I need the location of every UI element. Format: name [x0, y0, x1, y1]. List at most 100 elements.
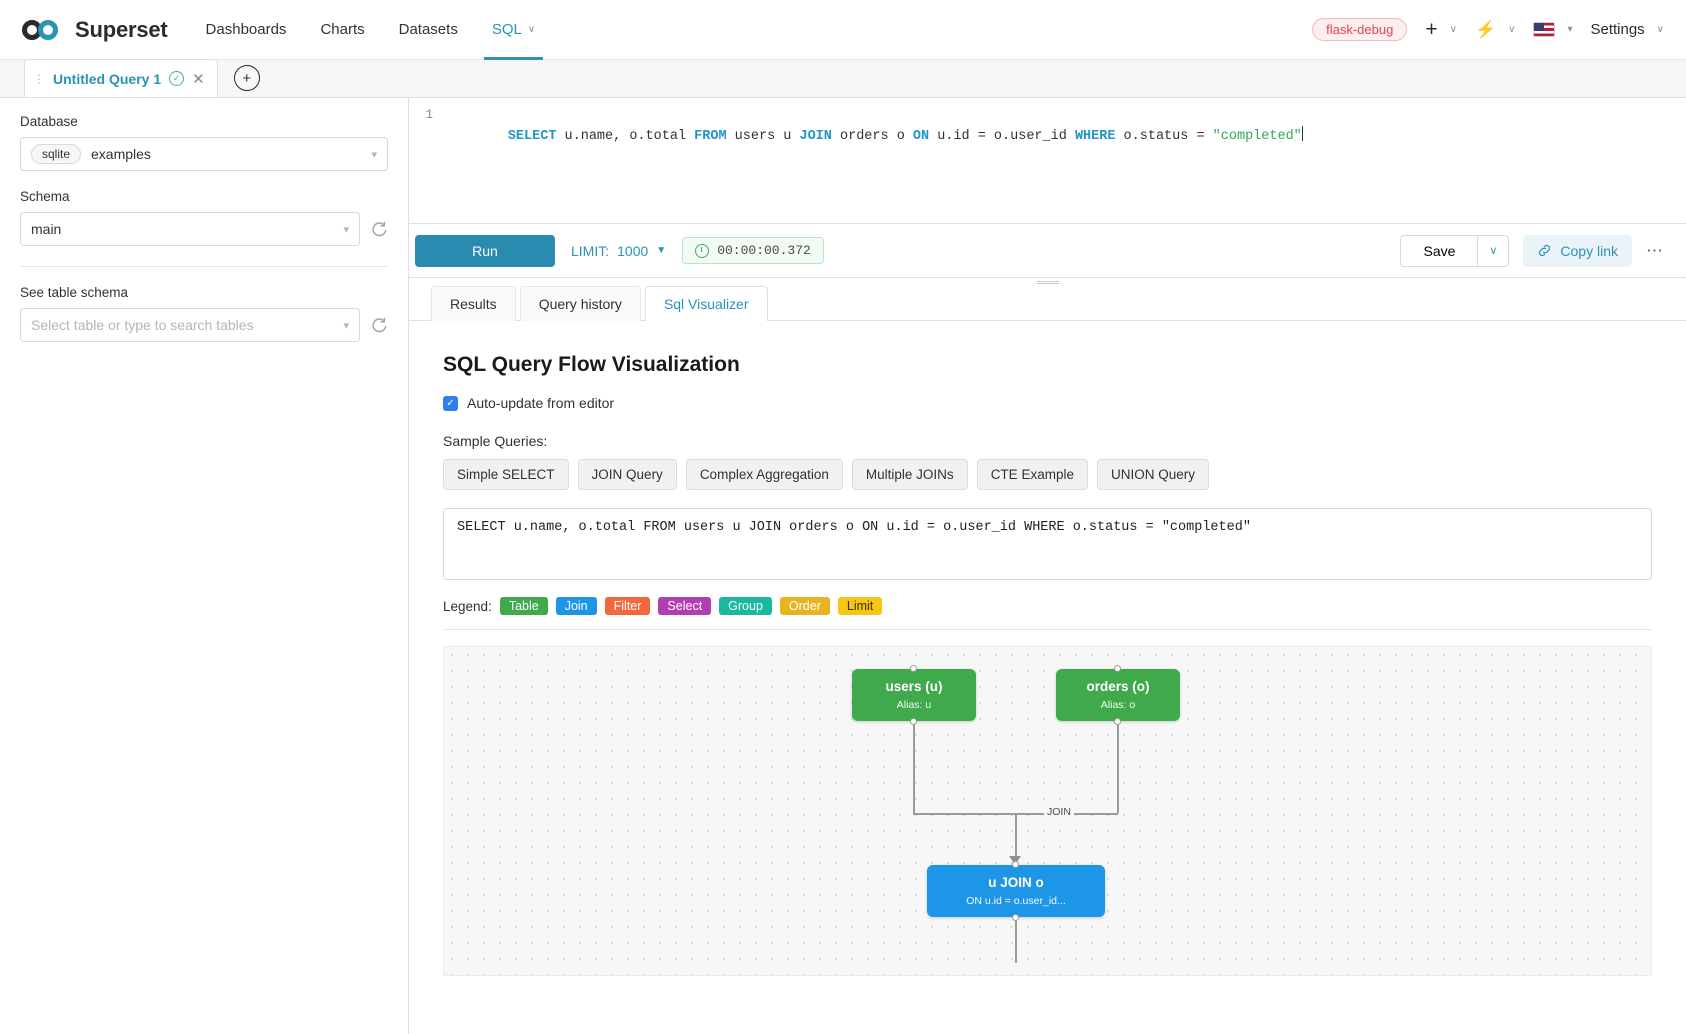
settings-label: Settings	[1590, 21, 1645, 38]
limit-label: LIMIT:	[571, 242, 610, 259]
node-port-top	[1012, 861, 1019, 868]
more-options-icon[interactable]: ⋯	[1646, 240, 1664, 260]
edge-join-down	[1015, 917, 1017, 963]
editor-and-results: 1 SELECT u.name, o.total FROM users u JO…	[409, 98, 1686, 1034]
auto-update-checkbox-row[interactable]: ✓ Auto-update from editor	[443, 395, 1664, 411]
alerts-button[interactable]: ⚡ ∨	[1475, 21, 1516, 38]
brand-name: Superset	[75, 16, 168, 42]
viz-divider	[443, 629, 1652, 630]
sql-visualizer-panel: SQL Query Flow Visualization ✓ Auto-upda…	[409, 321, 1686, 1034]
us-flag-icon	[1533, 22, 1556, 37]
database-select[interactable]: sqlite examples ▾	[20, 137, 388, 171]
sql-token: FROM	[694, 129, 727, 144]
drag-handle-icon[interactable]: ⋮	[33, 71, 45, 86]
auto-update-label: Auto-update from editor	[467, 395, 615, 411]
superset-logo[interactable]: Superset	[22, 17, 168, 43]
legend-label: Legend:	[443, 598, 492, 614]
clock-icon	[695, 243, 710, 258]
table-select[interactable]: Select table or type to search tables ▾	[20, 308, 360, 342]
schema-row: main ▾	[20, 212, 388, 246]
table-schema-row: Select table or type to search tables ▾	[20, 308, 388, 342]
run-button[interactable]: Run	[415, 234, 555, 267]
refresh-schema-icon[interactable]	[370, 220, 388, 238]
limit-dropdown[interactable]: LIMIT: 1000 ▼	[571, 243, 666, 259]
tab-sql-visualizer[interactable]: Sql Visualizer	[644, 286, 768, 321]
chevron-down-icon: ▾	[343, 223, 349, 236]
sql-token: "completed"	[1212, 129, 1302, 144]
sample-queries-label: Sample Queries:	[443, 433, 548, 449]
edge-orders-down	[1117, 721, 1119, 813]
nav-right-group: flask-debug + ∨ ⚡ ∨ ▾ Settings ∨	[1312, 18, 1664, 41]
schema-label: Schema	[20, 189, 70, 204]
save-dropdown-caret[interactable]: ∨	[1477, 234, 1510, 267]
main-split: Database sqlite examples ▾ Schema main ▾…	[0, 98, 1686, 1034]
sidebar-divider	[20, 266, 388, 267]
legend-pill-order: Order	[779, 597, 830, 615]
legend: Legend: Table Join Filter Select Group O…	[443, 597, 1652, 615]
chevron-down-icon: ▾	[371, 148, 377, 161]
query-tab-label: Untitled Query 1	[53, 70, 162, 87]
node-join[interactable]: u JOIN o ON u.id = o.user_id...	[927, 861, 1105, 921]
legend-pill-group: Group	[719, 597, 772, 615]
sql-token: u.name, o.total	[556, 129, 695, 144]
tab-results[interactable]: Results	[431, 286, 516, 321]
nav-charts[interactable]: Charts	[320, 0, 364, 60]
nav-dashboards[interactable]: Dashboards	[206, 0, 287, 60]
save-group: Save ∨	[1400, 234, 1510, 267]
sql-code-line[interactable]: SELECT u.name, o.total FROM users u JOIN…	[443, 104, 1303, 223]
top-navigation: Superset Dashboards Charts Datasets SQL …	[0, 0, 1686, 60]
editor-toolbar: Run LIMIT: 1000 ▼ 00:00:00.372 Save ∨	[409, 224, 1686, 278]
bolt-icon: ⚡	[1474, 20, 1497, 39]
sample-button-multiple-joins[interactable]: Multiple JOINs	[851, 459, 968, 490]
schema-select[interactable]: main ▾	[20, 212, 360, 246]
node-port-bottom	[910, 718, 917, 725]
primary-nav: Dashboards Charts Datasets SQL ∨	[206, 0, 544, 60]
query-input-textarea[interactable]	[443, 508, 1652, 580]
settings-menu[interactable]: Settings ∨	[1590, 21, 1664, 38]
nav-datasets-label: Datasets	[398, 21, 458, 38]
query-flow-canvas[interactable]: JOIN users (u) Alias: u orders (o) Alias…	[443, 646, 1652, 976]
sample-button-cte-example[interactable]: CTE Example	[976, 459, 1088, 490]
panel-resize-handle[interactable]	[409, 278, 1686, 286]
nav-sql-label: SQL	[491, 21, 522, 38]
copy-link-button[interactable]: Copy link	[1523, 234, 1632, 267]
query-timer: 00:00:00.372	[682, 237, 824, 264]
sample-queries-row: Simple SELECT JOIN Query Complex Aggrega…	[443, 459, 1664, 490]
node-orders-subtitle: Alias: o	[1100, 699, 1136, 711]
chevron-down-icon: ∨	[1508, 24, 1516, 35]
chevron-down-icon: ∨	[1449, 24, 1457, 35]
add-new-button[interactable]: + ∨	[1425, 19, 1457, 40]
sql-token: WHERE	[1074, 129, 1116, 144]
schema-value: main	[31, 221, 62, 237]
add-query-tab-button[interactable]: +	[233, 65, 260, 91]
nav-sql[interactable]: SQL ∨	[483, 0, 544, 60]
sample-button-union-query[interactable]: UNION Query	[1096, 459, 1209, 490]
language-selector[interactable]: ▾	[1533, 22, 1572, 37]
save-button[interactable]: Save	[1400, 234, 1478, 267]
chevron-down-icon: ▾	[343, 319, 349, 332]
nav-datasets[interactable]: Datasets	[399, 0, 458, 60]
edge-to-join	[1015, 813, 1017, 865]
tab-query-history[interactable]: Query history	[519, 286, 641, 321]
node-orders[interactable]: orders (o) Alias: o	[1056, 665, 1180, 725]
query-tab-untitled-query-1[interactable]: ⋮ Untitled Query 1 ✓ ✕	[24, 59, 218, 97]
node-users[interactable]: users (u) Alias: u	[852, 665, 976, 725]
sql-token: ON	[912, 129, 930, 144]
node-port-bottom	[1114, 718, 1121, 725]
sql-token: orders o	[831, 129, 913, 144]
sql-editor[interactable]: 1 SELECT u.name, o.total FROM users u JO…	[409, 98, 1686, 224]
close-icon[interactable]: ✕	[192, 70, 205, 88]
plus-icon: +	[1425, 18, 1438, 41]
legend-pill-limit: Limit	[837, 597, 883, 615]
chevron-down-icon: ▼	[656, 245, 667, 256]
sample-button-join-query[interactable]: JOIN Query	[577, 459, 677, 490]
sample-button-simple-select[interactable]: Simple SELECT	[443, 459, 569, 490]
refresh-tables-icon[interactable]	[370, 316, 388, 334]
auto-update-checkbox[interactable]: ✓	[443, 395, 458, 411]
sample-button-complex-aggregation[interactable]: Complex Aggregation	[685, 459, 843, 490]
chevron-down-icon: ∨	[1656, 24, 1664, 35]
table-placeholder: Select table or type to search tables	[31, 317, 254, 333]
table-schema-label: See table schema	[20, 285, 129, 300]
toolbar-right: Save ∨ Copy link ⋯	[1400, 234, 1664, 267]
nav-dashboards-label: Dashboards	[205, 21, 287, 38]
